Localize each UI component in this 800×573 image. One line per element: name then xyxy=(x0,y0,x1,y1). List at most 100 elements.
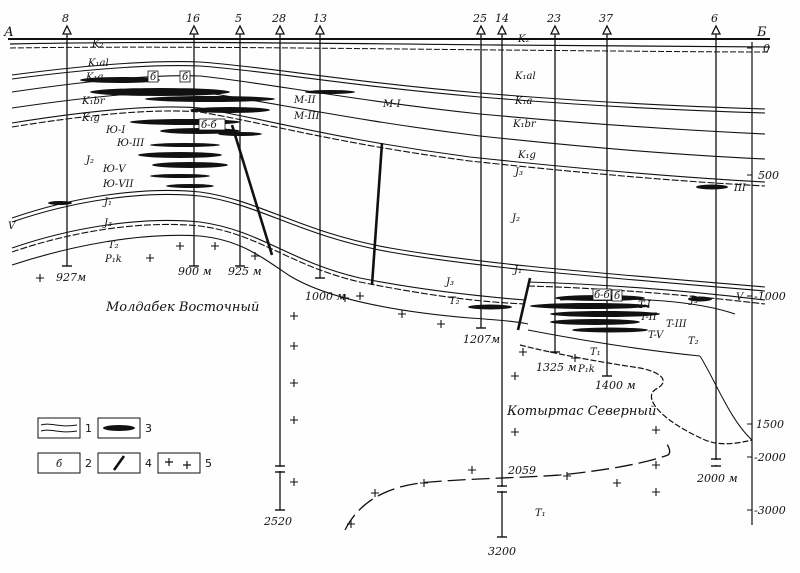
horizon-u3: Ю-III xyxy=(116,138,145,149)
horizon-t1: T-I xyxy=(638,300,652,311)
scale-tick-0: 0 xyxy=(763,42,770,55)
well-depth-16: 900 м xyxy=(178,265,212,278)
well-depth-13: 1000 м xyxy=(305,290,346,303)
wavy-boundary-icon xyxy=(40,423,78,427)
well-number-6: 6 xyxy=(711,12,718,25)
field-name-east: Котыртас Северный xyxy=(506,404,656,419)
horizon-t2: T-II xyxy=(640,312,658,323)
scale-tick-1000: -1000 xyxy=(754,290,786,303)
index-symbols: б б б б-б б-б xyxy=(147,70,623,302)
label-t2-left: T₂ xyxy=(108,240,119,251)
k2-base xyxy=(9,41,771,48)
well-depth-23: 1325 м xyxy=(536,361,577,374)
depth-scale-ticks xyxy=(747,47,752,511)
horizon-v-right: V xyxy=(736,292,745,303)
well-depth-8: 927м xyxy=(56,271,86,284)
well-number-8: 8 xyxy=(62,12,69,25)
well-depth-37: 1400 м xyxy=(595,379,636,392)
legend-item-5: 5 xyxy=(157,452,212,474)
basement-slope xyxy=(699,355,753,441)
svg-text:б: б xyxy=(56,459,63,470)
label-k1a-left: K₁a xyxy=(85,72,103,83)
well-depth-14: 3200 xyxy=(488,545,516,558)
well-number-14: 14 xyxy=(495,12,509,25)
legend: 1 б 2 3 4 5 xyxy=(37,417,212,474)
scale-tick-3000: -3000 xyxy=(754,504,786,517)
label-k1br-right: K₁br xyxy=(512,119,537,130)
basement-cross-icon xyxy=(165,458,191,469)
svg-text:5: 5 xyxy=(205,457,212,470)
label-k1al-left: K₁al xyxy=(87,58,109,69)
well-number-37: 37 xyxy=(599,12,613,25)
lenses xyxy=(48,77,728,333)
label-k1g-right: K₁g xyxy=(517,150,536,161)
label-j3-left: J₃ xyxy=(102,218,112,229)
horizon-u7: Ю-VII xyxy=(102,179,134,190)
label-j2-right: J₂ xyxy=(510,213,520,224)
label-p1k-left: P₁k xyxy=(104,254,122,265)
index-b-2: б xyxy=(182,72,189,83)
well-depth-28: 2520 xyxy=(263,515,292,528)
horizon-iii: III xyxy=(733,183,747,194)
profile-start-label: А xyxy=(3,25,14,40)
scale-tick-500: 500 xyxy=(758,169,779,182)
scale-tick-1500: 1500 xyxy=(756,418,784,431)
index-b-3: б xyxy=(614,291,621,302)
horizon-m1: М-I xyxy=(382,99,402,110)
faults xyxy=(230,124,532,331)
label-j3-east: J₃ xyxy=(688,295,698,306)
svg-text:2: 2 xyxy=(85,457,92,470)
legend-item-1: 1 xyxy=(37,417,92,439)
horizon-labels: М-I М-II М-III Ю-I Ю-III Ю-V Ю-VII T-I T… xyxy=(8,95,747,341)
well-number-5: 5 xyxy=(235,12,242,25)
horizon-t5: T-V xyxy=(648,330,665,341)
well-number-23: 23 xyxy=(546,12,561,25)
well-depth-6: 2000 м xyxy=(696,472,738,485)
well-number-13: 13 xyxy=(313,12,327,25)
bed-index-box-icon xyxy=(37,452,81,474)
well-depth-5: 925 м xyxy=(228,265,262,278)
horizon-m2: М-II xyxy=(293,95,317,106)
index-b-1: б xyxy=(150,72,157,83)
svg-text:4: 4 xyxy=(145,457,152,470)
index-b-5: б-б xyxy=(594,290,610,301)
label-k2-left: K₂ xyxy=(91,39,103,50)
lens-icon xyxy=(103,425,135,431)
well-number-28: 28 xyxy=(271,12,286,25)
horizon-u5: Ю-V xyxy=(102,164,127,175)
horizon-t3: T-III xyxy=(666,319,688,330)
well-depth-2059: 2059 xyxy=(507,464,536,477)
well-number-25: 25 xyxy=(472,12,487,25)
svg-text:3: 3 xyxy=(145,422,152,435)
basement-dome xyxy=(344,439,671,531)
label-j3-right: J₃ xyxy=(444,277,454,288)
well-number-16: 16 xyxy=(186,12,200,25)
horizon-v-left: V xyxy=(8,221,17,232)
basement-surface-east xyxy=(519,344,753,445)
label-p1k-east: P₁k xyxy=(577,364,595,375)
strat-labels: K₂ K₂ K₁al K₁al K₁a K₁a K₁br K₁br K₁g K₁… xyxy=(81,34,699,519)
legend-item-3: 3 xyxy=(97,417,152,439)
scale-tick-2000: -2000 xyxy=(754,451,786,464)
legend-item-4: 4 xyxy=(97,452,152,474)
label-t1-east: T₁ xyxy=(590,347,601,358)
well-depth-25: 1207м xyxy=(463,333,500,346)
fault-icon xyxy=(112,455,126,471)
basement-crosses xyxy=(36,242,660,528)
horizon-u1: Ю-I xyxy=(105,125,126,136)
label-k1al-right: K₁al xyxy=(514,71,536,82)
svg-text:1: 1 xyxy=(85,422,92,435)
label-k1br-left: K₁br xyxy=(81,96,106,107)
label-t1-bottom: T₁ xyxy=(535,508,546,519)
label-k1g-left: K₁g xyxy=(81,113,100,124)
horizon-m3: М-III xyxy=(293,111,321,122)
k2-base-wavy xyxy=(9,46,771,53)
label-j1-left: J₁ xyxy=(102,197,112,208)
label-t2-mid: T₂ xyxy=(449,296,460,307)
profile-end-label: Б xyxy=(756,25,767,40)
legend-item-2: б 2 xyxy=(37,452,92,474)
wells xyxy=(61,24,722,538)
label-k2-right: K₂ xyxy=(517,34,529,45)
label-j2-left: J₂ xyxy=(84,155,94,166)
